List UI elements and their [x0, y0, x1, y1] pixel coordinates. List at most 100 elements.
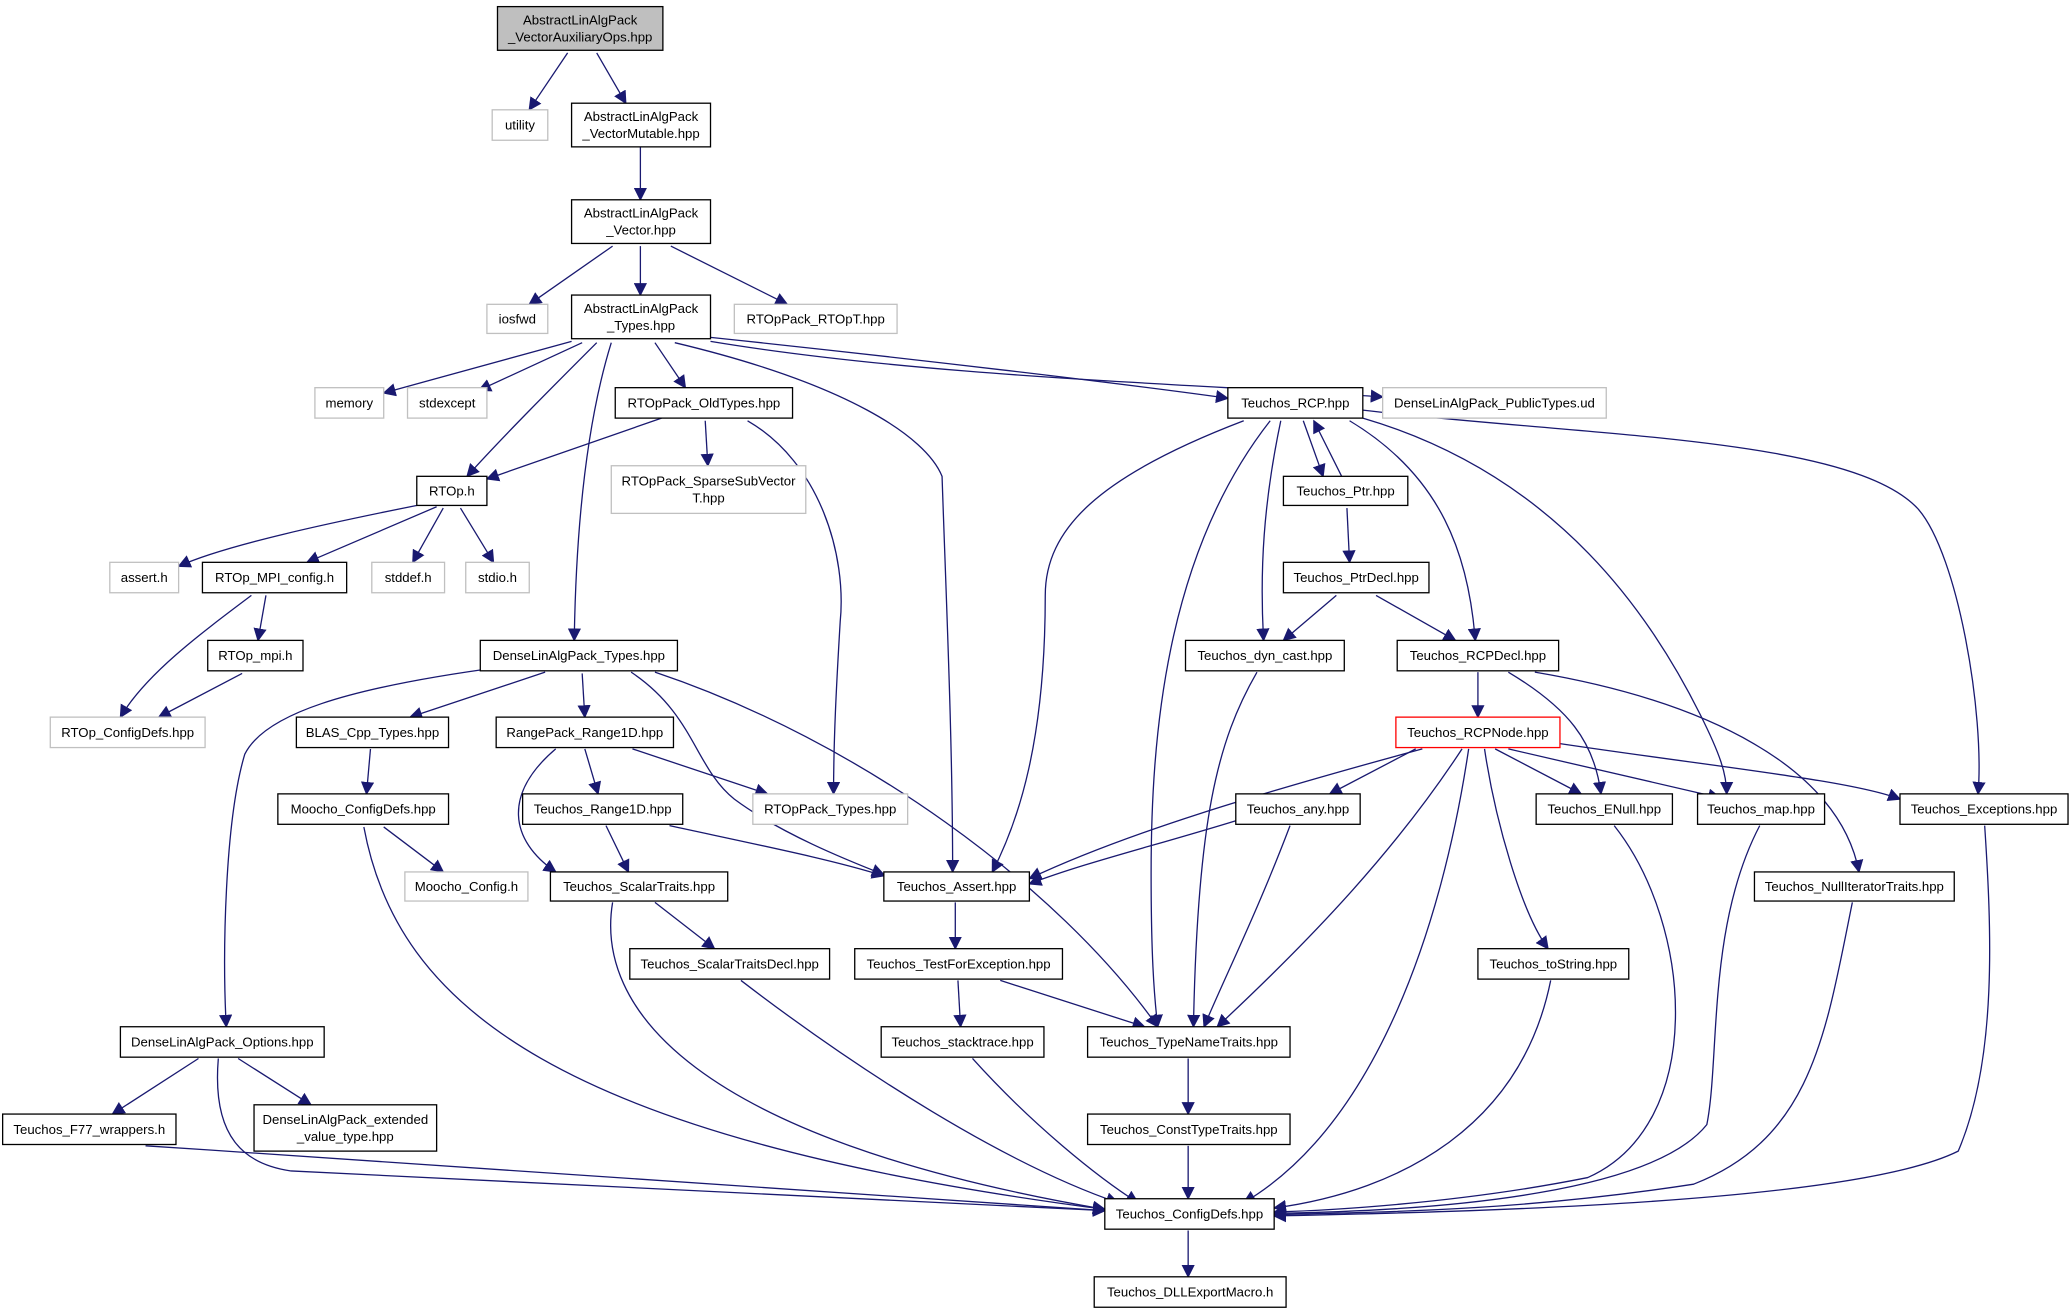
node-trange1d[interactable]: Teuchos_Range1D.hpp [521, 793, 684, 825]
node-vec[interactable]: AbstractLinAlgPack_Vector.hpp [570, 199, 712, 245]
node-dlatypes-label: DenseLinAlgPack_Types.hpp [493, 648, 665, 663]
node-sparsesub-label: RTOpPack_SparseSubVector [622, 474, 797, 489]
node-nulliter-label: Teuchos_NullIteratorTraits.hpp [1765, 879, 1944, 894]
node-dlaoptions[interactable]: DenseLinAlgPack_Options.hpp [119, 1026, 325, 1058]
edge-any-to-typename [1202, 826, 1290, 1028]
node-rtopmpi[interactable]: RTOp_mpi.h [207, 639, 304, 672]
node-root-label: AbstractLinAlgPack [523, 12, 638, 27]
node-tconfig[interactable]: Teuchos_ConfigDefs.hpp [1104, 1198, 1275, 1230]
node-testforexc[interactable]: Teuchos_TestForException.hpp [854, 948, 1064, 980]
node-scalartraitsdecl[interactable]: Teuchos_ScalarTraitsDecl.hpp [629, 948, 831, 980]
edge-types-to-dlatypes [567, 343, 611, 642]
node-tassert[interactable]: Teuchos_Assert.hpp [883, 871, 1031, 902]
node-rtoptypes[interactable]: RTOpPack_Types.hpp [752, 793, 909, 825]
node-mpiconfig[interactable]: RTOp_MPI_config.h [201, 561, 348, 594]
node-ptr[interactable]: Teuchos_Ptr.hpp [1282, 475, 1409, 507]
node-blas[interactable]: BLAS_Cpp_Types.hpp [295, 716, 450, 749]
edge-rtoph-to-mpiconfig [305, 507, 437, 564]
edge-oldtypes-to-sparsesub [700, 421, 714, 468]
node-scalartraitsdecl-box [629, 948, 831, 980]
node-enull[interactable]: Teuchos_ENull.hpp [1535, 793, 1674, 825]
edge-rcpnode-to-typename [1216, 749, 1462, 1028]
edge-rcpnode-to-tassert [1028, 749, 1422, 880]
node-stdio[interactable]: stdio.h [465, 561, 530, 594]
node-typename[interactable]: Teuchos_TypeNameTraits.hpp [1086, 1026, 1291, 1058]
node-extended[interactable]: DenseLinAlgPack_extended_value_type.hpp [253, 1104, 438, 1152]
edge-ptrdecl-to-rcpdecl [1376, 595, 1457, 640]
edge-dyncast-to-typename [1187, 672, 1257, 1029]
node-consttype[interactable]: Teuchos_ConstTypeTraits.hpp [1086, 1113, 1291, 1146]
node-stddef-box [371, 561, 446, 594]
node-dllexport-label: Teuchos_DLLExportMacro.h [1107, 1285, 1273, 1300]
node-blas-label: BLAS_Cpp_Types.hpp [306, 725, 439, 740]
edge-range1d-to-trange1d [585, 749, 602, 796]
node-typename-box [1086, 1026, 1291, 1058]
edge-rtoph-to-stdio [460, 508, 493, 564]
node-publictypes[interactable]: DenseLinAlgPack_PublicTypes.ud [1382, 387, 1607, 419]
edge-exceptions-to-tconfig [1272, 826, 1990, 1223]
node-dyncast-box [1184, 639, 1345, 672]
node-rtopconfig[interactable]: RTOp_ConfigDefs.hpp [49, 716, 206, 749]
node-oldtypes-box [614, 387, 794, 419]
node-range1d-label: RangePack_Range1D.hpp [506, 725, 663, 740]
node-tostring[interactable]: Teuchos_toString.hpp [1477, 948, 1630, 980]
node-oldtypes[interactable]: RTOpPack_OldTypes.hpp [614, 387, 794, 419]
node-utility-label: utility [505, 118, 535, 133]
node-iosfwd[interactable]: iosfwd [486, 303, 549, 335]
node-utility-box [491, 109, 549, 141]
node-utility[interactable]: utility [491, 109, 549, 141]
node-tassert-box [883, 871, 1031, 902]
edge-nulliter-to-tconfig [1272, 902, 1852, 1221]
node-rcpnode-box [1395, 716, 1561, 749]
node-rcpnode[interactable]: Teuchos_RCPNode.hpp [1395, 716, 1561, 749]
node-tostring-box [1477, 948, 1630, 980]
node-dyncast[interactable]: Teuchos_dyn_cast.hpp [1184, 639, 1345, 672]
node-any[interactable]: Teuchos_any.hpp [1235, 793, 1361, 825]
node-roptpack[interactable]: RTOpPack_RTOpT.hpp [733, 303, 898, 335]
node-stacktrace[interactable]: Teuchos_stacktrace.hpp [880, 1026, 1045, 1058]
edge-enull-to-tconfig [1272, 826, 1675, 1219]
node-range1d[interactable]: RangePack_Range1D.hpp [495, 716, 675, 749]
node-memory[interactable]: memory [314, 387, 385, 419]
node-dllexport[interactable]: Teuchos_DLLExportMacro.h [1093, 1276, 1287, 1308]
edge-root-to-utility [528, 53, 567, 111]
node-tostring-label: Teuchos_toString.hpp [1490, 956, 1618, 971]
node-rtoph-box [416, 475, 488, 507]
node-nulliter[interactable]: Teuchos_NullIteratorTraits.hpp [1753, 871, 1955, 902]
node-moochocfg[interactable]: Moocho_ConfigDefs.hpp [277, 793, 450, 825]
node-exceptions[interactable]: Teuchos_Exceptions.hpp [1899, 793, 2069, 825]
node-types[interactable]: AbstractLinAlgPack_Types.hpp [570, 294, 712, 340]
node-mpiconfig-label: RTOp_MPI_config.h [215, 570, 334, 585]
node-root[interactable]: AbstractLinAlgPack _VectorAuxiliaryOps.hp… [496, 5, 664, 51]
node-root-label: _VectorAuxiliaryOps.hpp [507, 29, 652, 44]
node-tmap[interactable]: Teuchos_map.hpp [1696, 793, 1826, 825]
node-ptrdecl[interactable]: Teuchos_PtrDecl.hpp [1282, 561, 1430, 594]
node-ptr-label: Teuchos_Ptr.hpp [1296, 483, 1394, 498]
edge-dlatypes-to-typename [655, 672, 1159, 1028]
node-vecmut[interactable]: AbstractLinAlgPack_VectorMutable.hpp [570, 102, 712, 148]
node-rcp[interactable]: Teuchos_RCP.hpp [1227, 387, 1364, 419]
node-moochoconfig[interactable]: Moocho_Config.h [404, 871, 529, 902]
node-ptr-box [1282, 475, 1409, 507]
edge-rcpnode-to-tconfig [1242, 749, 1469, 1203]
node-asserth[interactable]: assert.h [109, 561, 180, 594]
node-scalartraits[interactable]: Teuchos_ScalarTraits.hpp [549, 871, 729, 902]
node-stddef[interactable]: stddef.h [371, 561, 446, 594]
node-stdexcept[interactable]: stdexcept [406, 387, 488, 419]
node-sparsesub-box [610, 465, 807, 515]
node-extended-label: _value_type.hpp [296, 1129, 394, 1144]
node-exceptions-box [1899, 793, 2069, 825]
node-rtoph[interactable]: RTOp.h [416, 475, 488, 507]
node-rtopmpi-box [207, 639, 304, 672]
node-rcpdecl[interactable]: Teuchos_RCPDecl.hpp [1396, 639, 1560, 672]
node-f77[interactable]: Teuchos_F77_wrappers.h [1, 1113, 177, 1146]
edge-rtoph-to-stddef [413, 508, 443, 564]
node-rtoph-label: RTOp.h [429, 483, 475, 498]
node-vecmut-label: _VectorMutable.hpp [581, 126, 699, 141]
node-dlatypes[interactable]: DenseLinAlgPack_Types.hpp [479, 639, 679, 672]
edge-rcpnode-to-enull [1495, 749, 1583, 794]
edge-range1d-to-rtoptypes [632, 749, 769, 797]
edge-tmap-to-tconfig [1272, 826, 1760, 1220]
